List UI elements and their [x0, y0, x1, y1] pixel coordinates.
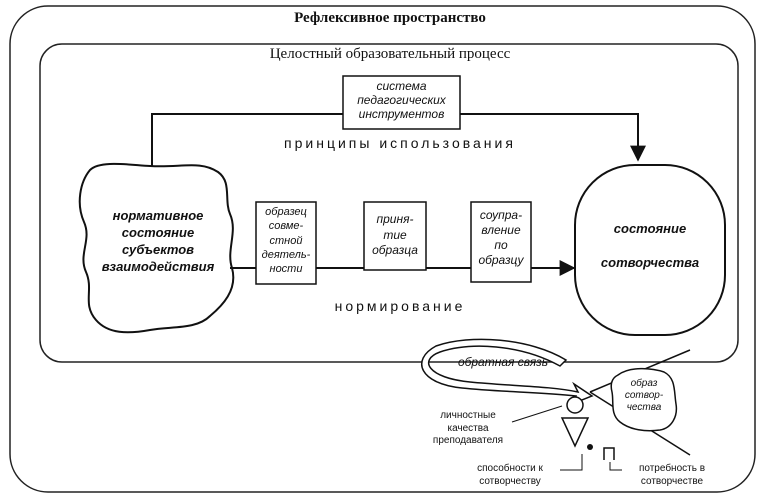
tools-line-2: педагогических — [357, 92, 446, 107]
qualities-line-1: личностные — [440, 410, 496, 421]
image-cloud-blob — [610, 367, 678, 432]
step3-line-3: по — [494, 238, 508, 252]
abilities-line-2: сотворчеству — [479, 476, 541, 487]
need-line-2: сотворчестве — [640, 476, 704, 487]
outer-title: Рефлексивное пространство — [294, 10, 486, 26]
leader-qualities — [511, 405, 563, 423]
co-creation-shape — [574, 164, 726, 336]
step-box-2 — [363, 201, 427, 271]
ability-dot — [587, 444, 593, 450]
need-line-1: потребность в — [638, 463, 706, 474]
feedback-label: обратная связь — [457, 355, 549, 369]
co-creation-line-1: состояние — [613, 221, 687, 236]
normative-line-2: состояние — [121, 224, 195, 240]
step1-line-4: деятель- — [261, 248, 311, 261]
leader-abilities — [560, 454, 583, 471]
leader-need — [609, 462, 622, 471]
abilities-label: способности к сотворчеству — [460, 462, 560, 488]
step3-line-4: образцу — [478, 253, 524, 267]
inner-frame — [39, 43, 739, 363]
tools-box — [342, 75, 461, 130]
normalization-label: нормирование — [334, 298, 466, 314]
step1-line-2: совме- — [268, 220, 304, 233]
step-2-label: приня- тие образца — [364, 212, 426, 259]
normative-state-label: нормативное состояние субъектов взаимоде… — [88, 208, 228, 276]
step2-line-2: тие — [383, 227, 407, 242]
step1-line-1: образец — [265, 206, 307, 218]
qualities-line-2: качества — [447, 422, 489, 434]
normative-state-blob — [78, 162, 235, 334]
step1-line-3: стной — [269, 234, 303, 247]
step2-line-3: образца — [372, 243, 418, 258]
step-box-3 — [470, 201, 532, 283]
step2-line-1: приня- — [376, 212, 414, 226]
feedback-arrow — [421, 338, 594, 406]
co-creation-line-2: сотворчества — [600, 255, 700, 270]
step-box-1 — [255, 201, 317, 285]
step-3-label: соупра- вление по образцу — [471, 208, 531, 268]
normative-line-3: субъектов — [121, 241, 195, 257]
personal-qualities-label: личностные качества преподавателя — [420, 410, 516, 448]
need-symbol — [603, 447, 615, 460]
step-1-label: образец совме- стной деятель- ности — [256, 205, 316, 276]
tools-line-1: система — [376, 79, 427, 93]
person-head — [566, 396, 584, 414]
tools-box-label: система педагогических инструментов — [343, 79, 460, 121]
inner-title: Целостный образовательный процесс — [269, 46, 511, 62]
outer-frame — [9, 5, 756, 493]
abilities-line-1: способности к — [477, 463, 543, 474]
principles-label: принципы использования — [284, 135, 516, 151]
need-label: потребность в сотворчестве — [622, 462, 722, 488]
normative-line-4: взаимодействия — [101, 258, 215, 274]
tools-line-3: инструментов — [358, 106, 445, 121]
step1-line-5: ности — [269, 263, 303, 276]
step3-line-2: вление — [481, 223, 521, 237]
person-body — [560, 417, 590, 448]
qualities-line-3: преподавателя — [432, 435, 504, 446]
step3-line-1: соупра- — [479, 208, 523, 222]
image-line-1: образ — [630, 378, 658, 389]
image-cloud-label: образ сотвор- чества — [612, 378, 676, 414]
normative-line-1: нормативное — [112, 208, 204, 223]
image-line-3: чества — [626, 402, 662, 413]
image-line-2: сотвор- — [624, 390, 664, 401]
